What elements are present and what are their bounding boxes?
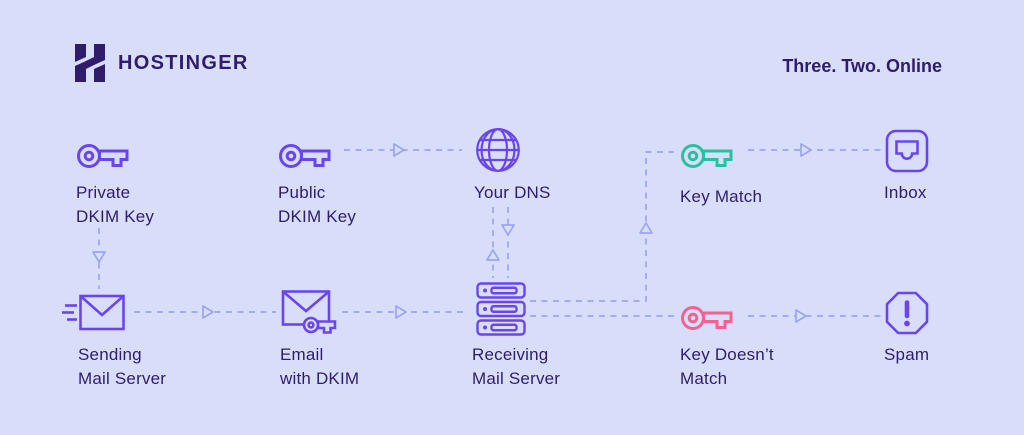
node-key-match: Key Match xyxy=(680,128,762,209)
key-icon xyxy=(77,144,129,168)
node-label: Email with DKIM xyxy=(280,345,360,388)
envelope-key-icon xyxy=(281,290,337,334)
node-inbox: Inbox xyxy=(884,128,930,205)
node-label: Receiving Mail Server xyxy=(472,345,561,388)
globe-icon xyxy=(476,128,520,172)
arrowhead-right-icon xyxy=(395,305,407,319)
brand-name: HOSTINGER xyxy=(118,51,249,74)
key-icon xyxy=(279,144,331,168)
node-label: Key Doesn’t Match xyxy=(680,345,774,388)
node-label: Key Match xyxy=(680,187,763,206)
hostinger-logo-icon xyxy=(75,44,105,82)
connector-server-to-keymatch xyxy=(530,151,674,302)
arrowhead-up-icon xyxy=(639,222,653,234)
server-stack-icon xyxy=(476,282,526,336)
key-icon xyxy=(681,144,733,168)
arrowhead-up-icon xyxy=(486,249,500,261)
octagon-alert-icon xyxy=(885,291,929,335)
node-sending-mail-server: Sending Mail Server xyxy=(62,284,166,391)
node-private-dkim-key: Private DKIM Key xyxy=(76,128,154,229)
inbox-tray-icon xyxy=(885,129,929,173)
envelope-speed-icon xyxy=(62,294,125,331)
node-label: Private DKIM Key xyxy=(76,183,155,226)
node-your-dns: Your DNS xyxy=(474,128,551,205)
hostinger-logo: HOSTINGER xyxy=(75,44,249,82)
node-label: Your DNS xyxy=(474,183,551,202)
node-email-with-dkim: Email with DKIM xyxy=(280,284,359,391)
node-key-doesnt-match: Key Doesn’t Match xyxy=(680,284,774,391)
node-public-dkim-key: Public DKIM Key xyxy=(278,128,356,229)
node-label: Sending Mail Server xyxy=(78,345,167,388)
key-icon xyxy=(681,306,733,330)
node-spam: Spam xyxy=(884,284,930,367)
arrowhead-down-icon xyxy=(501,224,515,236)
arrowhead-right-icon xyxy=(800,143,812,157)
arrowhead-right-icon xyxy=(202,305,214,319)
node-label: Spam xyxy=(884,345,930,364)
arrowhead-down-icon xyxy=(92,251,106,263)
arrowhead-right-icon xyxy=(795,309,807,323)
tagline: Three. Two. Online xyxy=(782,56,942,76)
node-label: Public DKIM Key xyxy=(278,183,357,226)
node-receiving-mail-server: Receiving Mail Server xyxy=(472,282,561,391)
node-label: Inbox xyxy=(884,183,927,202)
arrowhead-right-icon xyxy=(393,143,405,157)
